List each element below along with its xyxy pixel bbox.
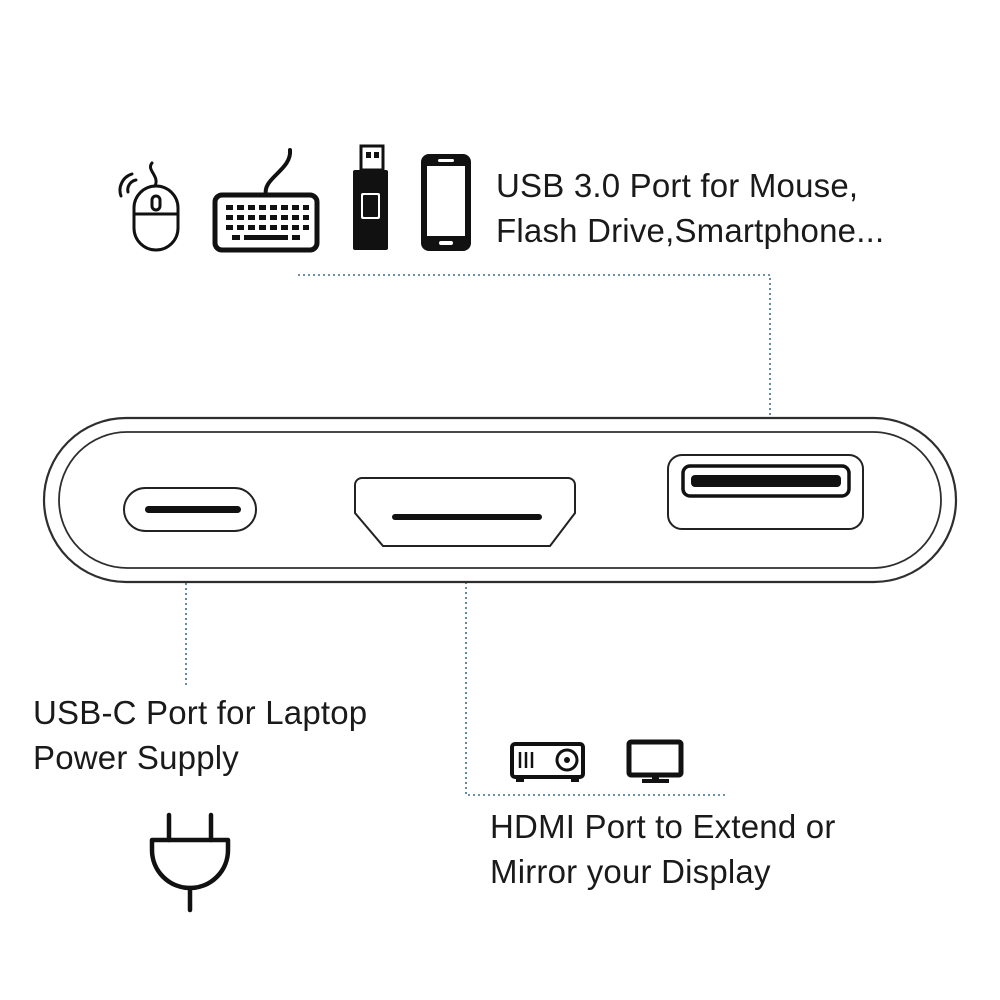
usb3-port-label: USB 3.0 Port for Mouse, Flash Drive,Smar…: [496, 163, 884, 253]
usbc-port-label: USB-C Port for Laptop Power Supply: [33, 690, 367, 780]
usb3-label-line2: Flash Drive,Smartphone...: [496, 212, 885, 249]
usb3-label-line1: USB 3.0 Port for Mouse,: [496, 167, 859, 204]
usbc-label-line1: USB-C Port for Laptop: [33, 694, 368, 731]
hdmi-label-line2: Mirror your Display: [490, 853, 771, 890]
monitor-icon: [626, 739, 684, 783]
projector-icon: [510, 742, 585, 782]
hdmi-port: [354, 477, 576, 547]
usb-flash-drive-icon: [353, 144, 388, 250]
keyboard-icon: [212, 148, 320, 253]
power-plug-icon: [149, 812, 231, 913]
hdmi-label-line1: HDMI Port to Extend or: [490, 808, 836, 845]
usb-3-port: [667, 454, 864, 530]
hdmi-port-label: HDMI Port to Extend or Mirror your Displ…: [490, 804, 836, 894]
hdmi-leader-line: [465, 547, 728, 796]
mouse-icon: [118, 161, 180, 252]
usb-c-hub: [42, 416, 958, 584]
usb-c-port: [123, 487, 257, 532]
smartphone-icon: [421, 154, 471, 251]
usb3-leader-line: [298, 274, 771, 455]
usbc-label-line2: Power Supply: [33, 739, 240, 776]
